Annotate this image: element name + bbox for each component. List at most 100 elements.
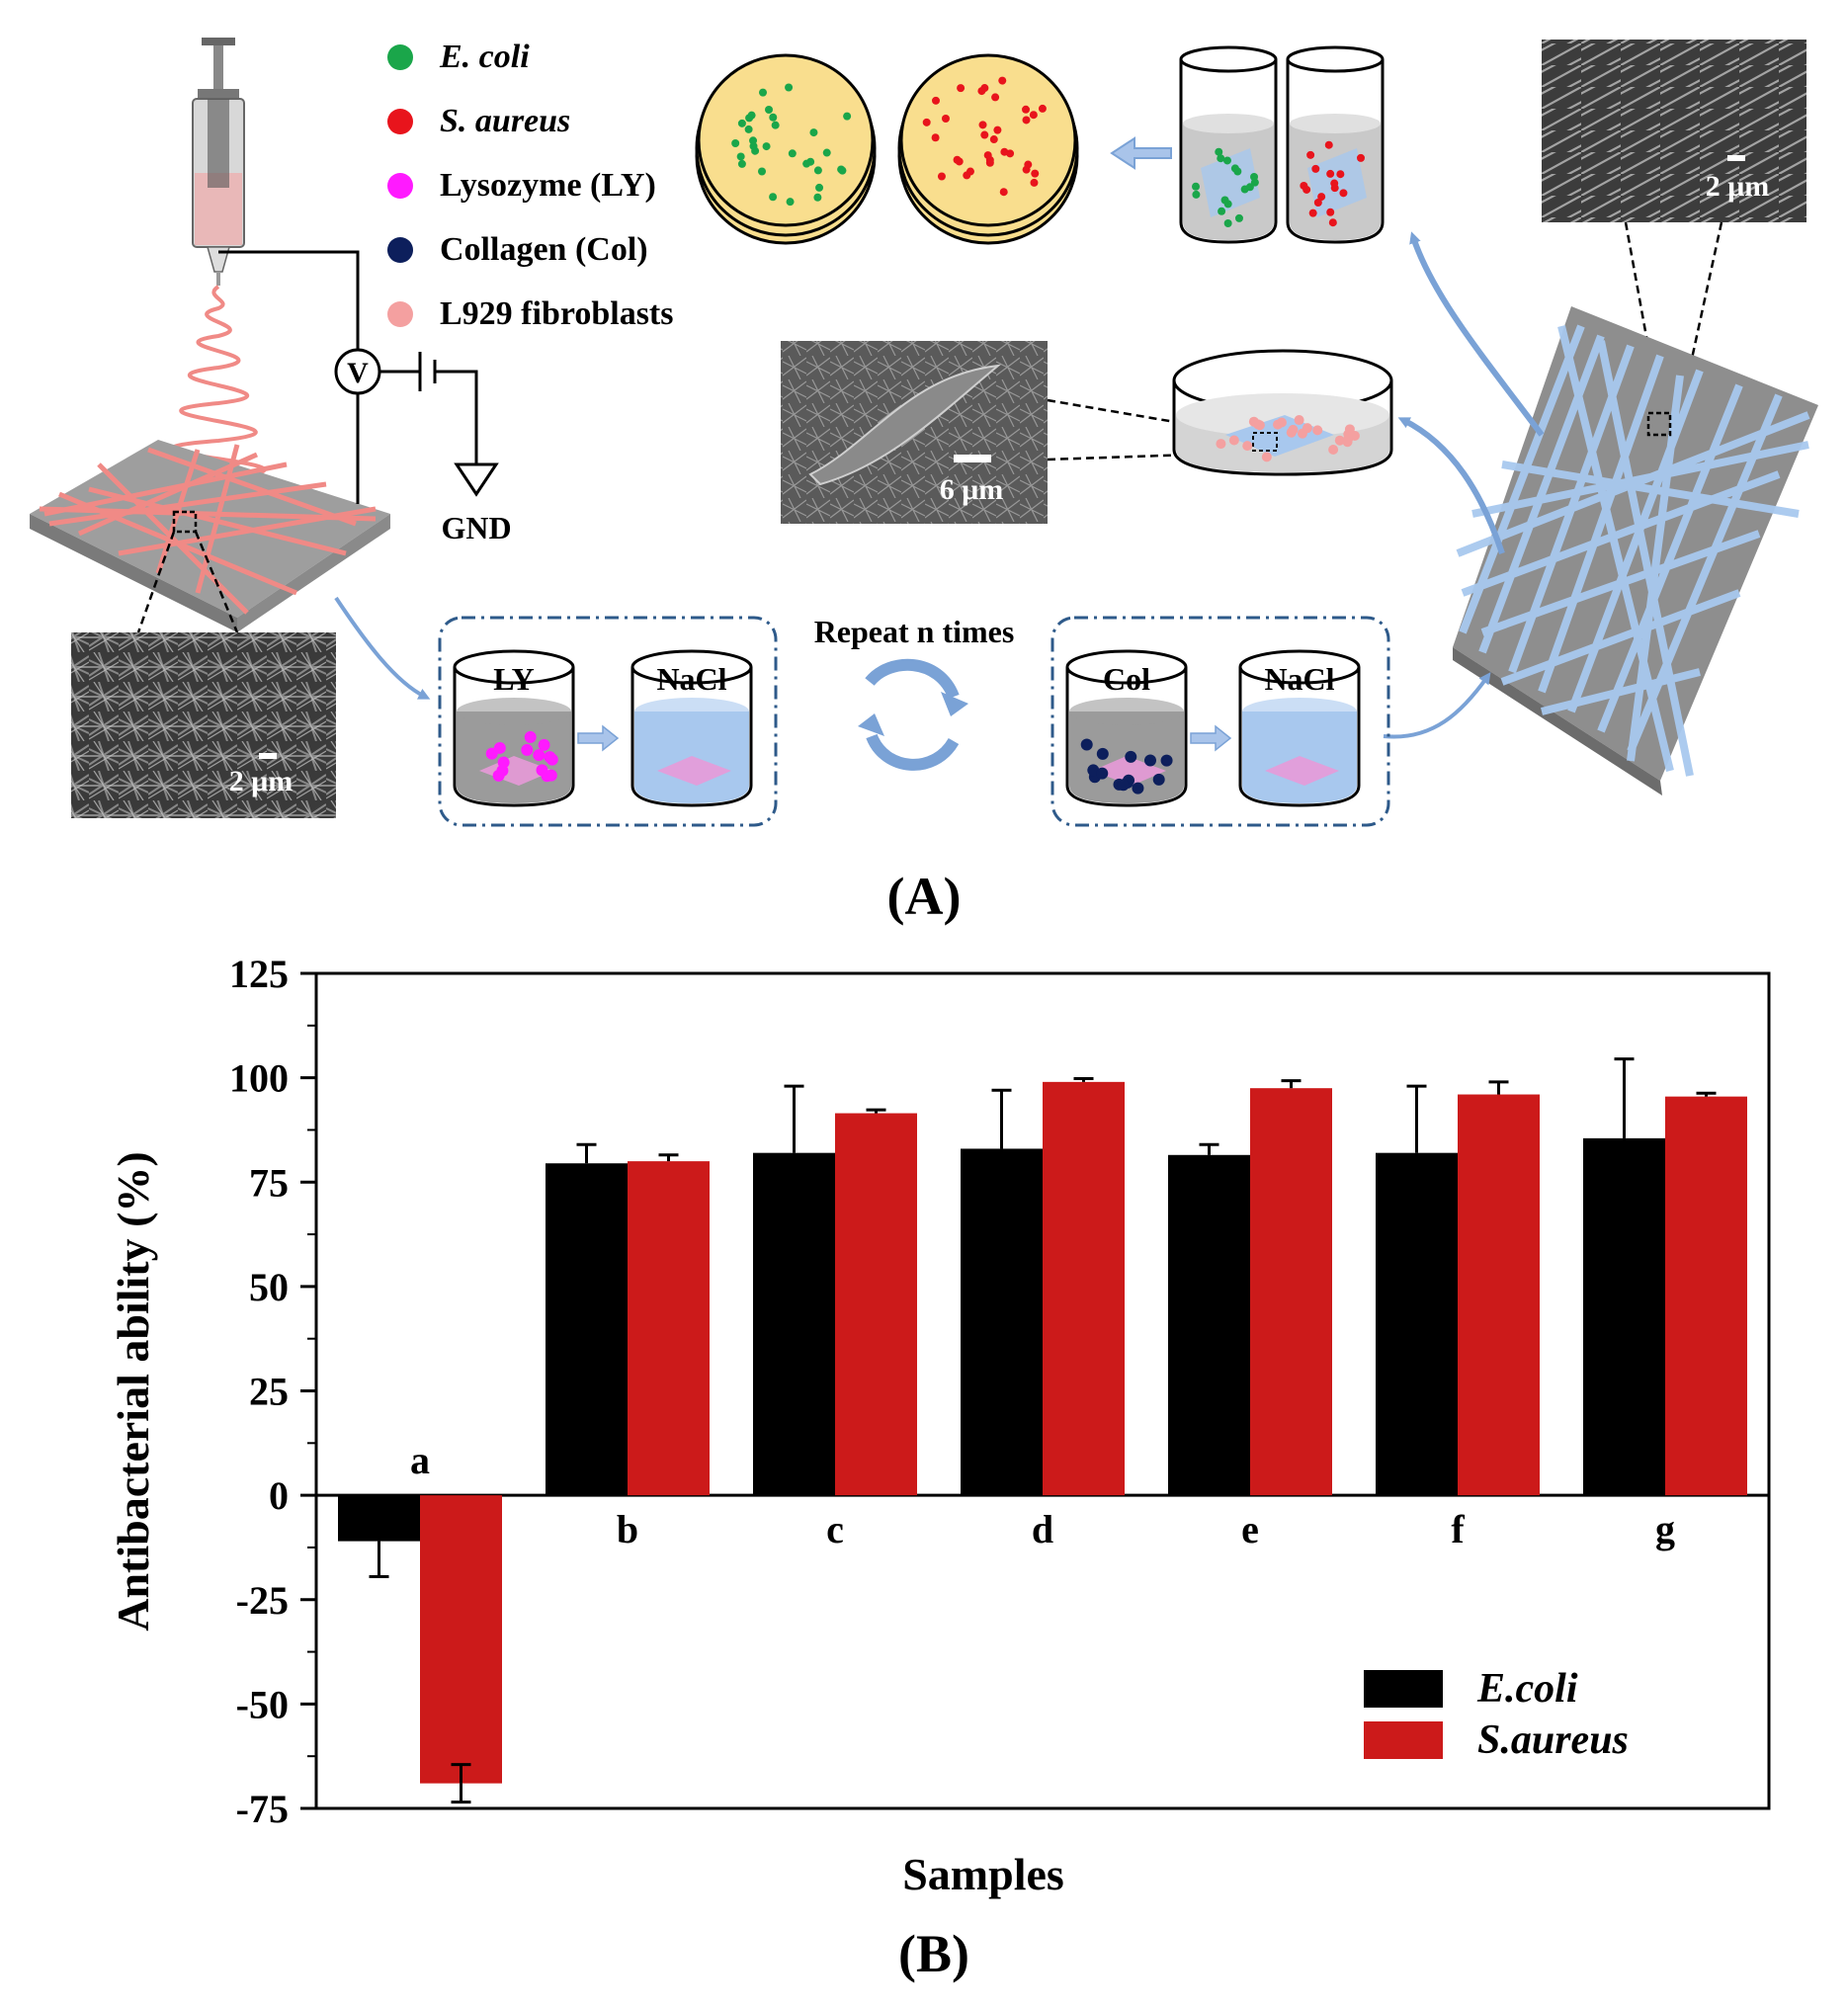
y-axis-label: Antibacterial ability (%) — [108, 1151, 158, 1632]
colony-dot — [1344, 424, 1355, 435]
colony-dot — [1022, 116, 1031, 125]
blue-fiber-mat — [1453, 306, 1818, 795]
high-voltage-circuit — [218, 250, 499, 504]
molecule-dot — [1080, 738, 1093, 751]
colony-dot — [931, 133, 940, 142]
syringe-icon — [192, 38, 245, 286]
colony-dot — [813, 166, 822, 175]
colony-dot — [1326, 208, 1335, 216]
cell-culture-dish — [1172, 349, 1393, 476]
colony-dot — [785, 83, 794, 92]
y-tick-label: 25 — [249, 1370, 289, 1414]
colony-dot — [1029, 111, 1038, 120]
colony-dot — [765, 106, 774, 115]
colony-dot — [1216, 439, 1226, 450]
colony-dot — [744, 125, 753, 133]
colony-dot — [1242, 441, 1253, 452]
category-label-g: g — [1655, 1507, 1675, 1551]
legend-swatch — [1364, 1670, 1443, 1708]
colony-dot — [991, 93, 1000, 102]
colony-dot — [1308, 209, 1317, 217]
legend-swatch — [1364, 1721, 1443, 1759]
category-label-e: e — [1241, 1507, 1259, 1551]
y-tick-label: -25 — [236, 1578, 289, 1623]
molecule-dot — [533, 749, 546, 762]
colony-dot — [1317, 193, 1326, 202]
colony-dot — [1313, 198, 1322, 207]
sem-scale-label-cells: 6 μm — [940, 473, 1004, 506]
molecule-dot — [521, 743, 534, 756]
colony-dot — [1038, 104, 1047, 113]
colony-dot — [822, 148, 831, 157]
legend-dot — [387, 237, 413, 263]
molecule-dot — [538, 738, 550, 751]
colony-dot — [998, 76, 1007, 85]
molecule-dot — [1152, 773, 1165, 786]
beaker-label: NaCl — [1264, 661, 1334, 697]
colony-dot — [1233, 167, 1242, 176]
colony-dot — [1328, 218, 1337, 227]
small-arrow-icon — [1190, 724, 1232, 752]
zoom-box-pink — [172, 510, 198, 534]
legend-label: S. aureus — [440, 103, 570, 139]
colony-dot — [1228, 435, 1239, 446]
colony-dot — [815, 183, 824, 192]
bar-ecoli-c — [753, 1152, 835, 1496]
colony-dot — [1342, 437, 1353, 448]
small-arrow-icon — [577, 724, 620, 752]
colony-dot — [737, 159, 746, 168]
bar-saureus-d — [1043, 1081, 1125, 1496]
colony-dot — [759, 88, 768, 97]
category-label-c: c — [826, 1507, 844, 1551]
bars — [338, 1057, 1747, 1804]
colony-dot — [737, 119, 746, 127]
colony-dot — [980, 84, 989, 93]
colony-dot — [941, 115, 950, 124]
colony-dot — [1297, 428, 1307, 439]
molecule-dot — [485, 747, 498, 760]
legend-label: Lysozyme (LY) — [440, 167, 656, 204]
y-tick-label: -50 — [236, 1682, 289, 1726]
bar-ecoli-d — [961, 1148, 1043, 1496]
colony-dot — [963, 171, 971, 180]
repeat-label: Repeat n times — [814, 614, 1015, 649]
colony-dot — [1223, 219, 1232, 228]
y-tick-label: 125 — [229, 952, 289, 996]
y-tick-label: 75 — [249, 1160, 289, 1205]
colony-dot — [788, 149, 797, 158]
colony-dot — [1000, 147, 1009, 156]
beaker-label: LY — [493, 661, 535, 697]
molecule-dot — [492, 769, 505, 782]
voltage-source-icon — [334, 348, 381, 395]
sem-scale-label-top: 2 μm — [1706, 170, 1770, 203]
arrow-mat-to-beakers — [334, 596, 431, 700]
category-label-f: f — [1451, 1507, 1465, 1551]
colony-dot — [1326, 169, 1335, 178]
molecule-dot — [1125, 750, 1137, 763]
colony-dot — [1324, 140, 1333, 149]
molecule-dot — [1143, 754, 1156, 767]
colony-dot — [1306, 150, 1315, 159]
legend-label: S.aureus — [1477, 1717, 1629, 1763]
colony-dot — [1220, 196, 1229, 205]
beaker-nacl_2: NaCl — [1238, 649, 1361, 807]
molecule-dot — [524, 730, 537, 743]
sem-image-bottom-left — [71, 632, 336, 818]
pink-fiber-mat — [30, 440, 390, 632]
colony-dot — [1312, 425, 1323, 436]
lbl-process-group — [438, 616, 778, 827]
colony-dot — [731, 138, 740, 147]
beaker-col: Col — [1065, 649, 1188, 807]
bar-saureus-b — [628, 1161, 710, 1496]
colony-dot — [1234, 213, 1243, 222]
voltage-symbol: V — [347, 357, 369, 389]
beaker-label: NaCl — [656, 661, 726, 697]
colony-dot — [749, 141, 758, 150]
legend-label: L929 fibroblasts — [440, 295, 673, 332]
colony-dot — [838, 166, 847, 175]
colony-dot — [1192, 182, 1201, 191]
